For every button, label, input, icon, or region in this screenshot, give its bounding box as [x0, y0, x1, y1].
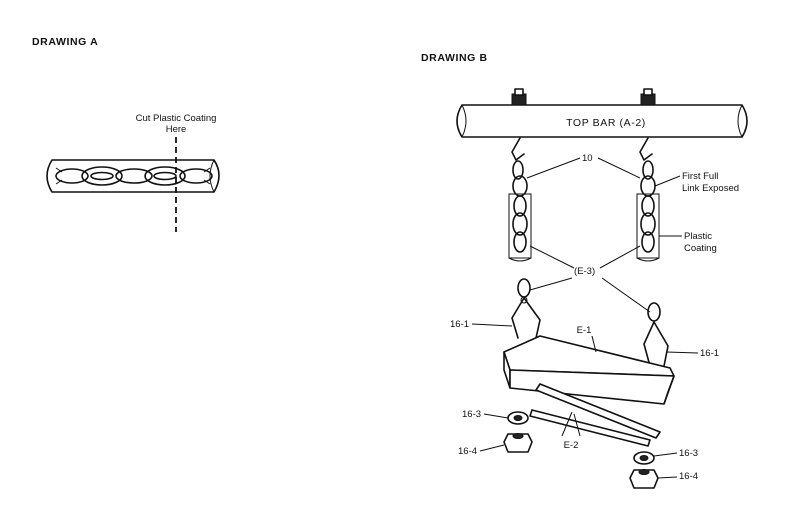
- e1-label: E-1: [577, 325, 592, 336]
- drawing-a-chain-detail: Cut Plastic Coating Here: [46, 113, 220, 232]
- e2-label: E-2: [564, 440, 579, 451]
- left-chain: [508, 137, 532, 262]
- part-16-4-right: 16-4: [679, 471, 698, 482]
- right-hanger: [643, 302, 669, 367]
- left-hanger: [511, 278, 541, 339]
- swing-seat: E-1: [503, 325, 675, 405]
- part-16-4-left: 16-4: [458, 446, 477, 457]
- top-bar: TOP BAR (A-2): [456, 88, 748, 138]
- part-16-3-right: 16-3: [679, 448, 698, 459]
- left-washer-nut: [503, 411, 533, 453]
- first-full-label-line2: Link Exposed: [682, 183, 739, 194]
- drawing-b-title: DRAWING B: [421, 52, 488, 64]
- plastic-label-line2: Coating: [684, 243, 717, 254]
- first-full-label-line1: First Full: [682, 171, 718, 182]
- part-16-3-left: 16-3: [462, 409, 481, 420]
- part-16-1-left: 16-1: [450, 319, 469, 330]
- e3-label: (E-3): [574, 266, 595, 277]
- plastic-label-line1: Plastic: [684, 231, 712, 242]
- coated-chain-tube: [46, 159, 220, 193]
- drawing-a-title: DRAWING A: [32, 36, 99, 48]
- right-washer-nut: [629, 451, 659, 489]
- chain-links: [55, 166, 213, 186]
- cut-label-line2: Here: [166, 124, 187, 135]
- part-16-1-right: 16-1: [700, 348, 719, 359]
- top-bar-label: TOP BAR (A-2): [566, 117, 646, 129]
- right-chain: [636, 137, 660, 262]
- drawing-b-swing-assembly: TOP BAR (A-2) 10 First Full: [450, 88, 748, 489]
- strap-e2: E-2: [529, 383, 661, 451]
- cut-label-line1: Cut Plastic Coating: [136, 113, 217, 124]
- part-10-label: 10: [582, 153, 593, 164]
